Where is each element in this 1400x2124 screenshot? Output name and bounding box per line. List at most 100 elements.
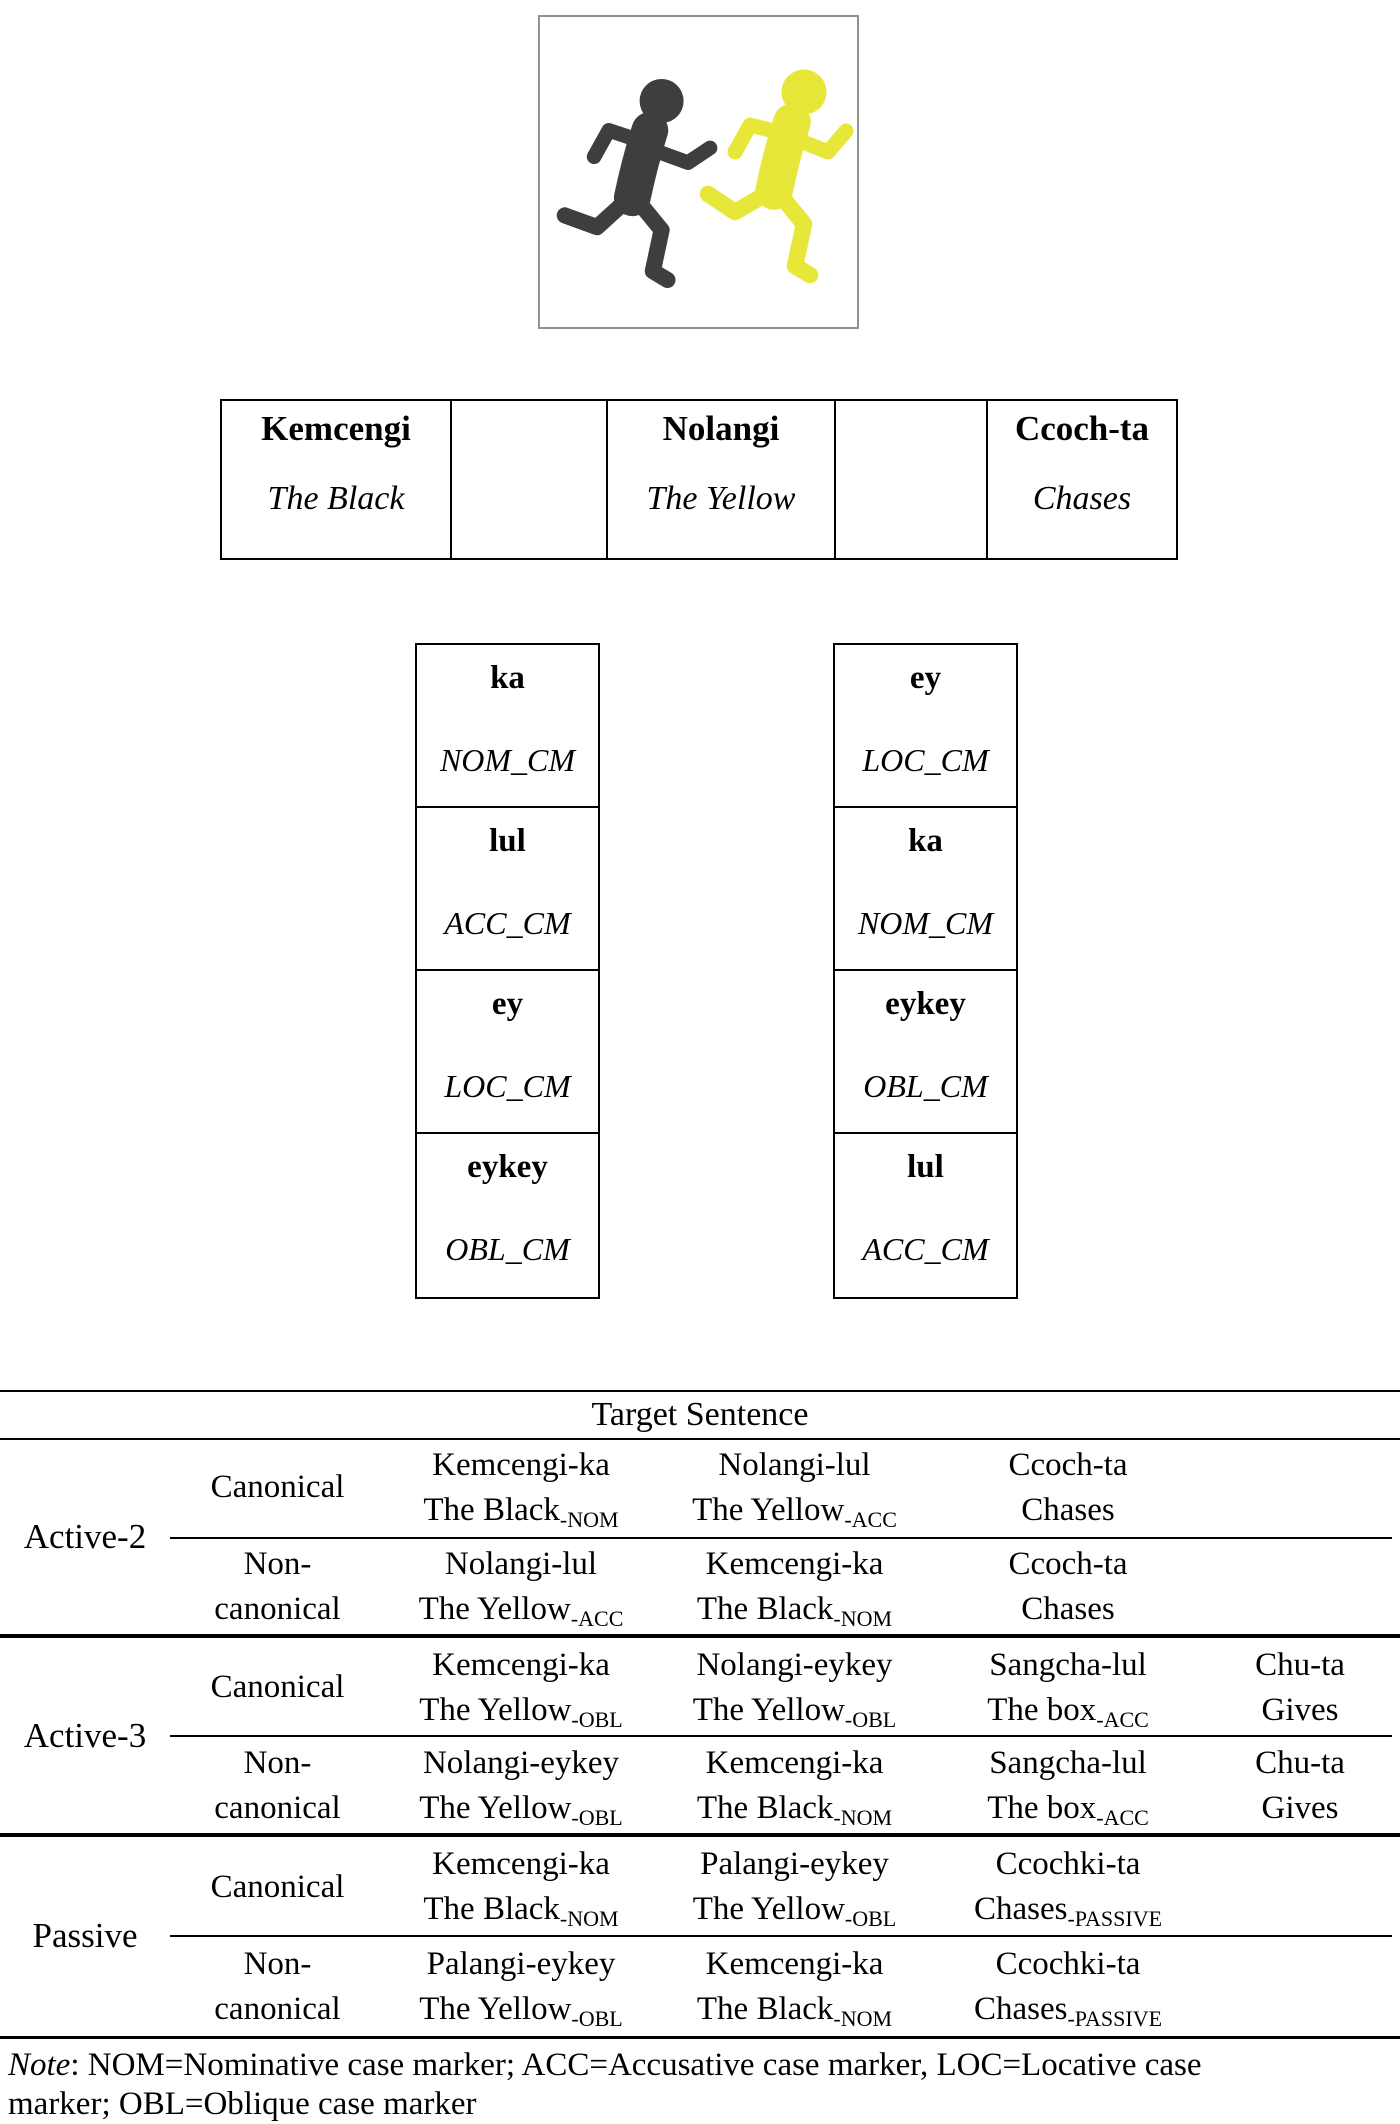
word-strip-table: Kemcengi The Black Nolangi The Yellow Cc… (220, 399, 1178, 560)
condition-label: Non- canonical (214, 1545, 341, 1627)
table-rule-active2-split (170, 1537, 1392, 1539)
table-rule-active3-split (170, 1735, 1392, 1737)
gloss-line: Chases-PASSIVE (973, 1990, 1163, 2031)
marker-label: ey (909, 660, 942, 696)
table-row: Canonical Kemcengi-ka The Black-NOM Pala… (0, 1839, 1400, 1935)
marker-cell: ka NOM_CM (417, 645, 598, 808)
sentence-line: Kemcengi-ka (705, 1945, 884, 1982)
phrase-cell: Palangi-eykey The Yellow-OBL (385, 1939, 657, 2034)
sentence-line: Nolangi-lul (444, 1545, 598, 1582)
phrase-cell: Nolangi-lul The Yellow-ACC (657, 1440, 932, 1535)
case-subscript: -ACC (1096, 1805, 1149, 1830)
marker-gloss: NOM_CM (439, 742, 576, 778)
marker-label: eykey (467, 1149, 548, 1185)
case-subscript: -NOM (559, 1906, 619, 1931)
sentence-line: Kemcengi-ka (432, 1446, 610, 1483)
word-label: Nolangi (662, 409, 780, 448)
case-subscript: -PASSIVE (1067, 1906, 1163, 1931)
marker-label: ka (908, 823, 943, 859)
case-marker-column-left: ka NOM_CM lul ACC_CM ey LOC_CM eykey OBL… (415, 643, 600, 1299)
gloss-line: The Yellow-OBL (692, 1891, 897, 1931)
phrase-cell: Chu-ta Gives (1204, 1640, 1396, 1735)
condition-label: Canonical (210, 1868, 345, 1905)
gloss-line: The Black-NOM (423, 1491, 619, 1532)
sentence-line: Chu-ta (1255, 1745, 1345, 1781)
table-rule-passive-split (170, 1935, 1392, 1937)
word-cell-empty (836, 401, 988, 558)
sentence-line: Kemcengi-ka (432, 1846, 610, 1882)
phrase-cell: Kemcengi-ka The Black-NOM (657, 1739, 932, 1833)
sentence-line: Sangcha-lul (989, 1646, 1147, 1683)
word-label: Ccoch-ta (1014, 409, 1150, 448)
stimulus-image-panel (538, 15, 859, 329)
condition-label: Non- canonical (214, 1945, 341, 2027)
phrase-cell: Kemcengi-ka The Yellow-OBL (385, 1640, 657, 1735)
marker-gloss: LOC_CM (444, 1068, 571, 1104)
phrase-cell: Kemcengi-ka The Black-NOM (385, 1440, 657, 1535)
gloss-line: The box-ACC (987, 1790, 1149, 1830)
sentence-line: Palangi-eykey (700, 1846, 889, 1882)
table-row: Non- canonical Palangi-eykey The Yellow-… (0, 1939, 1400, 2034)
phrase-cell: Chu-ta Gives (1204, 1739, 1396, 1833)
phrase-cell: Kemcengi-ka The Black-NOM (657, 1939, 932, 2034)
phrase-cell: Nolangi-eykey The Yellow-OBL (657, 1640, 932, 1735)
phrase-cell: Nolangi-eykey The Yellow-OBL (385, 1739, 657, 1833)
gloss-line: The Yellow-ACC (418, 1590, 624, 1631)
marker-cell: ey LOC_CM (835, 645, 1016, 808)
table-row: Canonical Kemcengi-ka The Black-NOM Nola… (0, 1440, 1400, 1535)
phrase-cell (1204, 1839, 1396, 1935)
table-row: Non- canonical Nolangi-lul The Yellow-AC… (0, 1539, 1400, 1634)
phrase-cell (1204, 1440, 1396, 1535)
table-rule-group-2 (0, 1833, 1400, 1837)
gloss-line: The Yellow-OBL (419, 1990, 623, 2031)
gloss-line: The Black-NOM (423, 1891, 619, 1931)
phrase-cell: Sangcha-lul The box-ACC (932, 1640, 1204, 1735)
marker-gloss: OBL_CM (863, 1068, 988, 1104)
marker-gloss: LOC_CM (862, 742, 989, 778)
gloss-line: The Black-NOM (696, 1590, 893, 1631)
table-rule-group-1 (0, 1634, 1400, 1638)
sentence-line: Kemcengi-ka (705, 1545, 884, 1582)
phrase-cell: Ccoch-ta Chases (932, 1539, 1204, 1634)
case-subscript: -NOM (559, 1506, 619, 1532)
sentence-line: Ccoch-ta (1008, 1545, 1128, 1582)
case-subscript: -NOM (833, 2005, 893, 2031)
phrase-cell: Sangcha-lul The box-ACC (932, 1739, 1204, 1833)
gloss-line: The box-ACC (987, 1691, 1149, 1732)
word-gloss: The Yellow (646, 480, 796, 517)
marker-label: eykey (885, 986, 966, 1022)
gloss-line: Chases (1021, 1491, 1115, 1528)
case-subscript: -ACC (844, 1506, 897, 1532)
table-row: Non- canonical Nolangi-eykey The Yellow-… (0, 1739, 1400, 1833)
sentence-line: Kemcengi-ka (705, 1745, 884, 1781)
word-cell: Ccoch-ta Chases (988, 401, 1176, 558)
phrase-cell: Ccochki-ta Chases-PASSIVE (932, 1939, 1204, 2034)
word-cell: Nolangi The Yellow (608, 401, 836, 558)
sentence-line: Nolangi-eykey (696, 1646, 893, 1683)
table-rule-bottom (0, 2036, 1400, 2039)
table-row: Canonical Kemcengi-ka The Yellow-OBL Nol… (0, 1640, 1400, 1735)
group-label-active-3: Active-3 (23, 1715, 147, 1755)
case-subscript: -NOM (833, 1605, 893, 1631)
gloss-line: Gives (1261, 1691, 1339, 1728)
marker-cell: ey LOC_CM (417, 971, 598, 1134)
gloss-line: The Yellow-OBL (692, 1691, 897, 1732)
phrase-cell: Ccochki-ta Chases-PASSIVE (932, 1839, 1204, 1935)
word-cell: Kemcengi The Black (222, 401, 452, 558)
case-subscript: -OBL (844, 1906, 897, 1931)
phrase-cell: Kemcengi-ka The Black-NOM (657, 1539, 932, 1634)
gloss-line: Chases (1021, 1590, 1115, 1627)
condition-label: Canonical (210, 1669, 345, 1705)
case-subscript: -ACC (570, 1605, 624, 1631)
table-rule-top (0, 1390, 1400, 1392)
gloss-line: Chases-PASSIVE (973, 1891, 1163, 1931)
sentence-line: Nolangi-lul (718, 1446, 871, 1483)
case-subscript: -PASSIVE (1067, 2005, 1163, 2031)
phrase-cell (1204, 1939, 1396, 2034)
case-subscript: -OBL (571, 2005, 623, 2031)
case-subscript: -OBL (571, 1805, 623, 1830)
sentence-line: Ccochki-ta (995, 1945, 1141, 1982)
phrase-cell: Nolangi-lul The Yellow-ACC (385, 1539, 657, 1634)
sentence-line: Nolangi-eykey (422, 1745, 620, 1781)
case-subscript: -OBL (571, 1706, 623, 1732)
